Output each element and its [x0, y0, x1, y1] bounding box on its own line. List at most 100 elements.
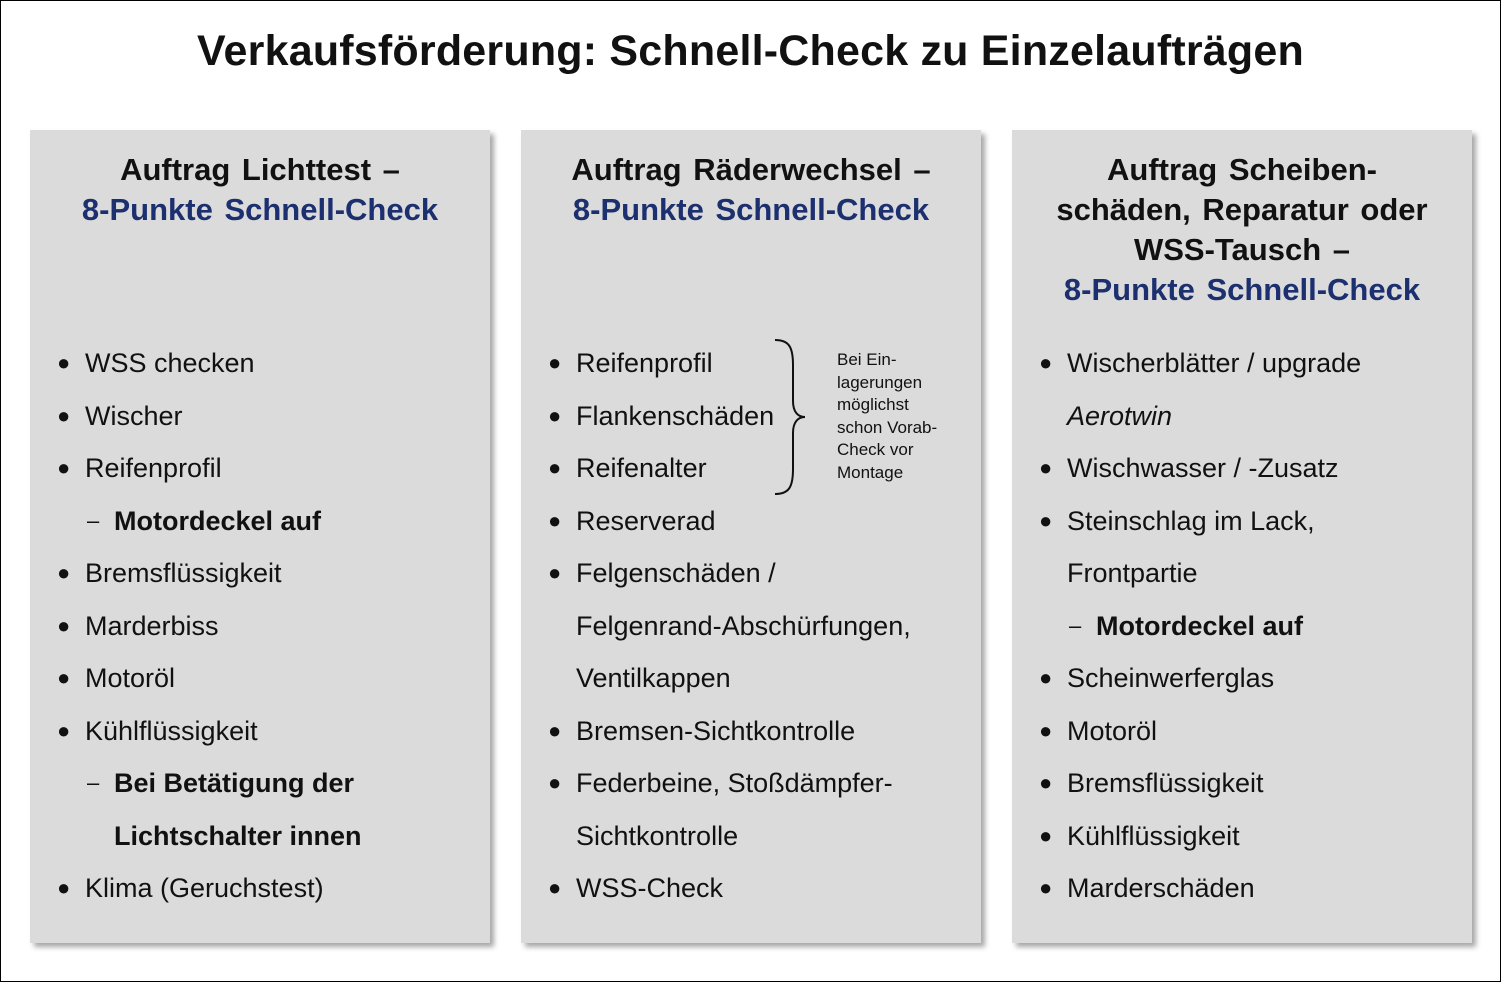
list-item-text: Reifenprofil: [85, 453, 222, 483]
panel-scheibenschaeden: Auftrag Scheiben- schäden, Reparatur ode…: [1012, 130, 1472, 943]
list-item-text: Scheinwerferglas: [1067, 663, 1275, 693]
note-line: Montage: [837, 462, 904, 482]
note-line: Bei Ein-: [837, 350, 897, 369]
list-item: ● Bremsflüssigkeit: [30, 547, 490, 600]
bullet-icon: ●: [1039, 455, 1053, 480]
heading-line: Auftrag Räderwechsel –: [571, 152, 931, 187]
list-item-continuation: Sichtkontrolle: [521, 810, 981, 863]
list-item: ● Kühlflüssigkeit: [1012, 810, 1472, 863]
list-item: ● Bremsen-Sichtkontrolle: [521, 705, 981, 758]
list-item-text: Bremsen-Sichtkontrolle: [576, 715, 856, 746]
list-item: ● Scheinwerferglas: [1012, 652, 1472, 705]
list-item-text: Federbeine, Stoßdämpfer-: [576, 768, 893, 798]
list-subitem: –Motordeckel auf: [1012, 600, 1472, 653]
bullet-icon: ●: [1039, 665, 1053, 690]
list-item-text: Felgenrand-Abschürfungen,: [576, 610, 911, 641]
bullet-icon: ●: [57, 402, 71, 428]
list-item: ● Motoröl: [30, 652, 490, 705]
bullet-icon: ●: [548, 350, 562, 375]
list-item: ● Federbeine, Stoßdämpfer-: [521, 757, 981, 810]
list-item: ●Bremsflüssigkeit: [1012, 757, 1472, 810]
list-item-text: Felgenschäden /: [576, 558, 776, 588]
checklist: ● Wischerblätter / upgrade Aerotwin ●Wisc…: [1012, 337, 1472, 915]
list-item: ● Wischer: [30, 390, 490, 443]
bullet-icon: ●: [57, 717, 71, 743]
panel-lichttest: Auftrag Lichttest – 8-Punkte Schnell-Che…: [30, 130, 490, 943]
list-item: ● Reserverad: [521, 495, 981, 548]
list-item-text: Klima (Geruchstest): [85, 873, 324, 903]
heading-line: Auftrag Scheiben-: [1107, 152, 1377, 187]
list-subitem-text: Motordeckel auf: [1096, 610, 1304, 641]
list-subitem-text: Bei Betätigung der: [114, 768, 355, 798]
list-item-continuation: Frontpartie: [1012, 547, 1472, 600]
heading-line: schäden, Reparatur oder: [1056, 192, 1428, 227]
panel-heading: Auftrag Lichttest – 8-Punkte Schnell-Che…: [30, 150, 490, 230]
list-item: ●Steinschlag im Lack,: [1012, 495, 1472, 548]
list-item-text: Sichtkontrolle: [576, 820, 739, 851]
bullet-icon: ●: [1039, 822, 1053, 848]
list-item-text: Marderschäden: [1067, 873, 1255, 903]
list-item-text: WSS-Check: [576, 873, 724, 903]
bullet-icon: ●: [57, 455, 71, 480]
bullet-icon: ●: [548, 770, 562, 795]
dash-icon: –: [1069, 612, 1082, 638]
bullet-icon: ●: [57, 665, 71, 690]
bullet-icon: ●: [1039, 875, 1053, 900]
curly-brace-icon: [774, 339, 806, 495]
bullet-icon: ●: [1039, 770, 1053, 795]
heading-line: Auftrag Lichttest –: [120, 152, 400, 187]
list-item-text: Steinschlag im Lack,: [1067, 505, 1315, 536]
bullet-icon: ●: [548, 875, 562, 900]
list-subitem-continuation: Lichtschalter innen: [30, 810, 490, 863]
bullet-icon: ●: [548, 560, 562, 585]
checklist: ● Reifenprofil ● Flankenschäden ●Reifenalt…: [521, 337, 981, 915]
list-item-text: Flankenschäden: [576, 400, 775, 431]
list-subitem: –Bei Betätigung der: [30, 757, 490, 810]
list-item: ●Marderbiss: [30, 600, 490, 653]
list-item-continuation: Aerotwin: [1012, 390, 1472, 443]
bullet-icon: ●: [57, 350, 71, 375]
list-item-text: Motoröl: [1067, 715, 1158, 746]
bullet-icon: ●: [1039, 350, 1053, 375]
list-subitem-text: Lichtschalter innen: [114, 820, 362, 851]
list-item: ●Reifenalter: [521, 442, 981, 495]
list-item-continuation: Felgenrand-Abschürfungen,: [521, 600, 981, 653]
note-line: lagerungen: [837, 372, 923, 392]
list-item-text: Marderbiss: [85, 610, 219, 641]
list-item-text: Frontpartie: [1067, 558, 1198, 588]
page-title: Verkaufsförderung: Schnell-Check zu Einz…: [197, 27, 1304, 75]
list-item-text: Wischerblätter / upgrade: [1067, 348, 1362, 378]
dash-icon: –: [87, 507, 100, 533]
bullet-icon: ●: [548, 402, 562, 428]
bullet-icon: ●: [57, 560, 71, 585]
list-item: ● Wischerblätter / upgrade: [1012, 337, 1472, 390]
list-item-text: Wischer: [85, 400, 183, 431]
bullet-icon: ●: [548, 507, 562, 533]
list-item-text: Ventilkappen: [576, 663, 731, 693]
panel-heading: Auftrag Räderwechsel – 8-Punkte Schnell-…: [521, 150, 981, 230]
list-item-text: Reifenprofil: [576, 348, 713, 378]
heading-subtitle: 8-Punkte Schnell-Check: [1063, 272, 1421, 307]
list-item: ● Felgenschäden /: [521, 547, 981, 600]
bullet-icon: ●: [1039, 717, 1053, 743]
list-item: ● Klima (Geruchstest): [30, 862, 490, 915]
list-item-text: Reserverad: [576, 505, 716, 536]
bullet-icon: ●: [57, 875, 71, 900]
list-subitem: –Motordeckel auf: [30, 495, 490, 548]
list-item-text: Bremsflüssigkeit: [85, 558, 282, 588]
list-item: ●WSS checken: [30, 337, 490, 390]
list-item: ● Marderschäden: [1012, 862, 1472, 915]
list-item: ● Reifenprofil: [521, 337, 981, 390]
checklist: ●WSS checken ●Wischer ●Reifenprofil –Mot…: [30, 337, 490, 915]
list-item-continuation: Ventilkappen: [521, 652, 981, 705]
list-item-text: Aerotwin: [1067, 400, 1173, 431]
list-subitem-text: Motordeckel auf: [114, 505, 322, 536]
dash-icon: –: [87, 770, 100, 795]
list-item-text: Motoröl: [85, 663, 176, 693]
list-item: ● Motoröl: [1012, 705, 1472, 758]
list-item: ●Wischwasser / -Zusatz: [1012, 442, 1472, 495]
bullet-icon: ●: [548, 717, 562, 743]
list-item-text: Kühlflüssigkeit: [1067, 820, 1240, 851]
list-item: ●Kühlflüssigkeit: [30, 705, 490, 758]
note-line: Check vor: [837, 440, 914, 459]
